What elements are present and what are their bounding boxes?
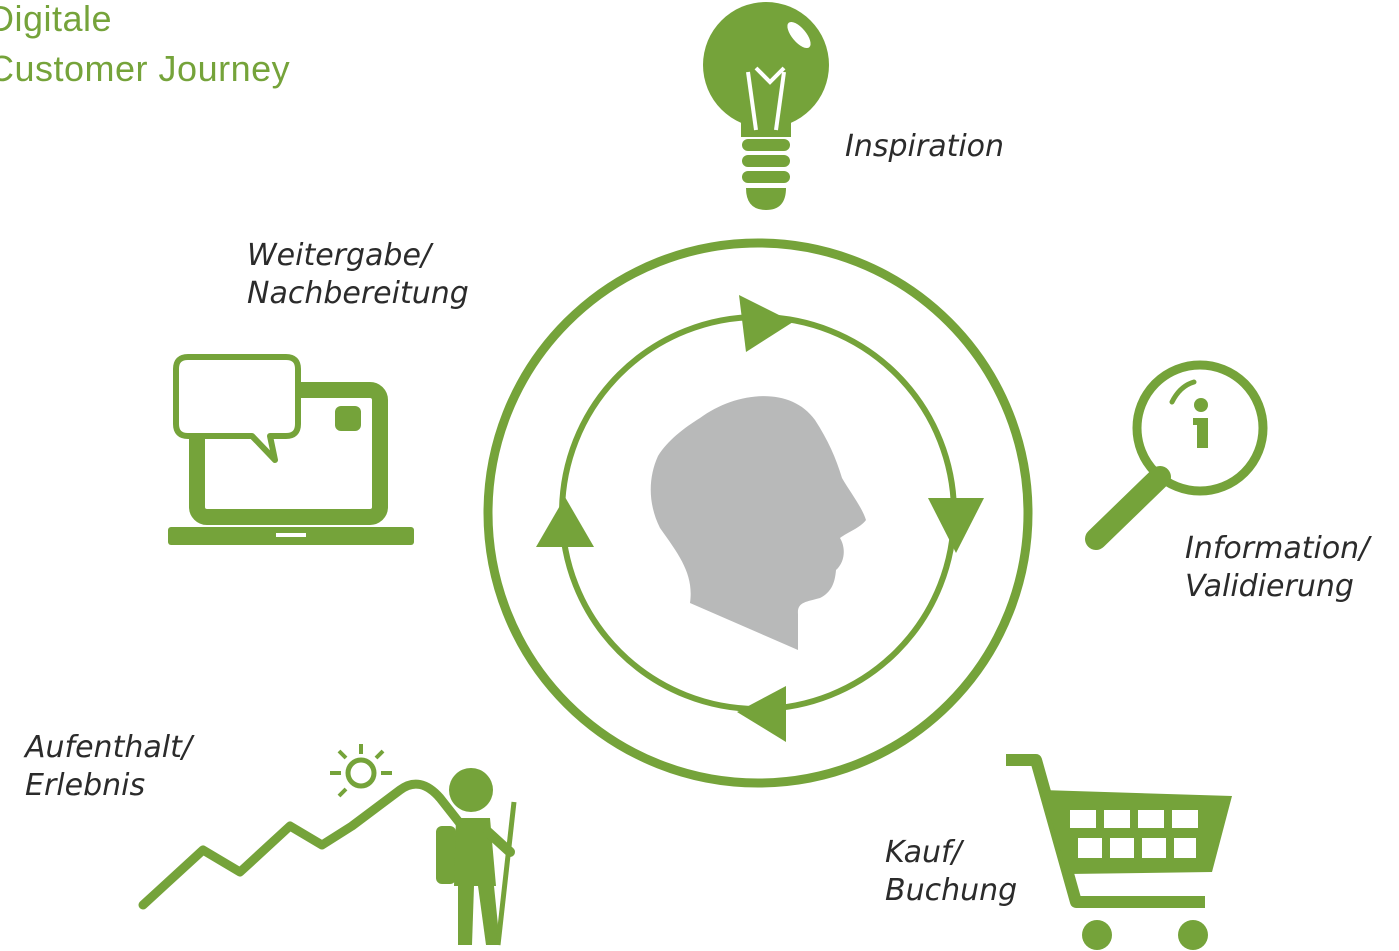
title-line-1: Digitale bbox=[0, 0, 113, 39]
head-silhouette-icon bbox=[650, 396, 866, 650]
label-inspiration: Inspiration bbox=[845, 129, 1005, 164]
hiker-mountain-icon bbox=[138, 744, 517, 946]
magnifier-info-icon bbox=[1085, 360, 1268, 550]
label-aufenthalt-line-1: Aufenthalt/ bbox=[25, 730, 192, 765]
shopping-cart-icon bbox=[1006, 754, 1232, 950]
title-line-2: Customer Journey bbox=[0, 48, 291, 89]
cycle-arrow-left bbox=[536, 497, 594, 547]
lightbulb-icon bbox=[703, 2, 829, 210]
label-aufenthalt: Aufenthalt/ Erlebnis bbox=[25, 729, 192, 805]
sun-icon bbox=[330, 744, 392, 798]
diagram-title: Digitale Customer Journey bbox=[0, 0, 290, 94]
label-kauf-line-1: Kauf/ bbox=[885, 835, 962, 870]
label-weitergabe: Weitergabe/ Nachbereitung bbox=[247, 237, 469, 313]
label-information-line-1: Information/ bbox=[1185, 531, 1370, 566]
cycle bbox=[483, 238, 1033, 788]
outer-ring bbox=[483, 238, 1033, 788]
cycle-arrow-right bbox=[928, 498, 984, 553]
label-information: Information/ Validierung bbox=[1185, 530, 1369, 606]
laptop-chat-icon bbox=[168, 354, 414, 545]
label-weitergabe-line-2: Nachbereitung bbox=[247, 276, 469, 311]
label-information-line-2: Validierung bbox=[1185, 569, 1354, 604]
cycle-arrow-top bbox=[739, 295, 793, 352]
cycle-arrow-bottom bbox=[737, 686, 786, 742]
label-kauf: Kauf/ Buchung bbox=[885, 834, 1017, 910]
label-weitergabe-line-1: Weitergabe/ bbox=[247, 238, 432, 273]
label-kauf-line-2: Buchung bbox=[885, 873, 1018, 908]
label-aufenthalt-line-2: Erlebnis bbox=[25, 768, 146, 803]
